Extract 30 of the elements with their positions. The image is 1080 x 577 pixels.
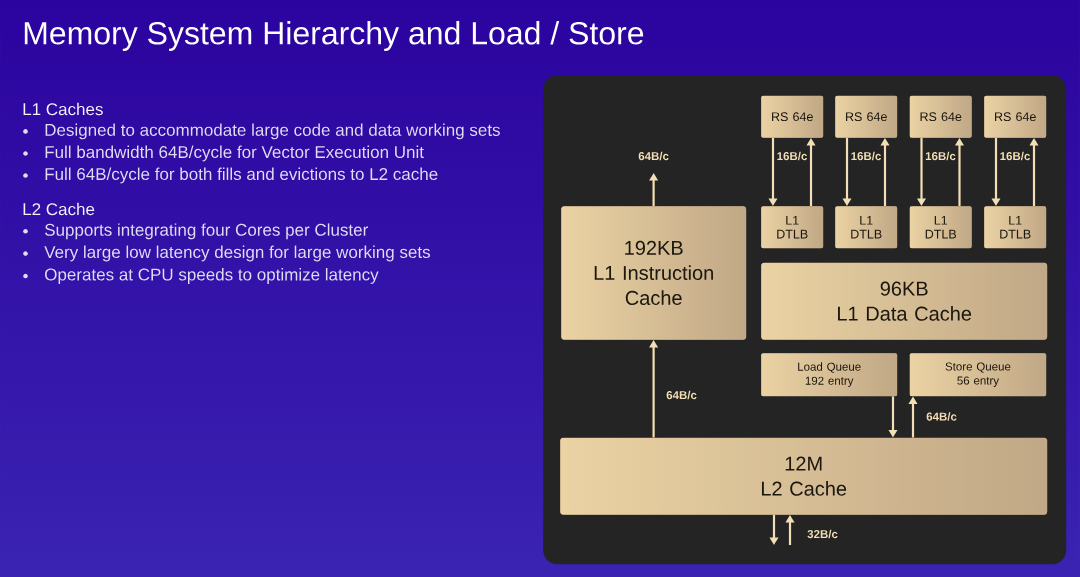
unit-box: L1 DTLB — [761, 206, 824, 249]
bullet-text: Full bandwidth 64B/cycle for Vector Execution Unit — [45, 145, 424, 162]
edge-label: 16B/c — [849, 150, 883, 162]
cache-box: 192KB L1 Instruction Cache — [561, 206, 747, 340]
edge-label: 16B/c — [775, 150, 809, 162]
unit-box: RS 64e — [761, 95, 824, 138]
unit-box: L1 DTLB — [835, 206, 898, 249]
bullet-text: Full 64B/cycle for both fills and evictions to L2 cache — [45, 167, 438, 184]
unit-box: L1 DTLB — [909, 206, 972, 249]
bullet-text: Operates at CPU speeds to optimize latency — [45, 268, 379, 284]
edge-label: 16B/c — [924, 150, 957, 162]
unit-box: RS 64e — [909, 95, 972, 138]
edge-label: 64B/c — [637, 150, 670, 162]
edge-label: 64B/c — [665, 389, 698, 401]
queue-box: Store Queue 56 entry — [909, 353, 1047, 397]
bullet-text: Very large low latency design for large working sets — [44, 245, 430, 262]
edge-label: 64B/c — [925, 411, 958, 422]
cache-box: 96KB L1 Data Cache — [761, 262, 1048, 340]
bullet-text: Designed to accommodate large code and data working sets — [45, 123, 500, 140]
unit-box: RS 64e — [984, 95, 1047, 138]
cache-box: 12M L2 Cache — [560, 437, 1048, 515]
queue-box: Load Queue 192 entry — [761, 353, 898, 397]
section-heading: L1 Caches — [23, 102, 103, 116]
bullet-text: Supports integrating four Cores per Cluster — [45, 223, 368, 240]
unit-box: L1 DTLB — [984, 206, 1047, 249]
section-heading: L2 Cache — [23, 202, 95, 216]
edge-label: 16B/c — [998, 150, 1032, 162]
unit-box: RS 64e — [835, 95, 898, 138]
title: Memory System Hierarchy and Load / Store — [24, 21, 644, 51]
edge-label: 32B/c — [806, 528, 839, 540]
